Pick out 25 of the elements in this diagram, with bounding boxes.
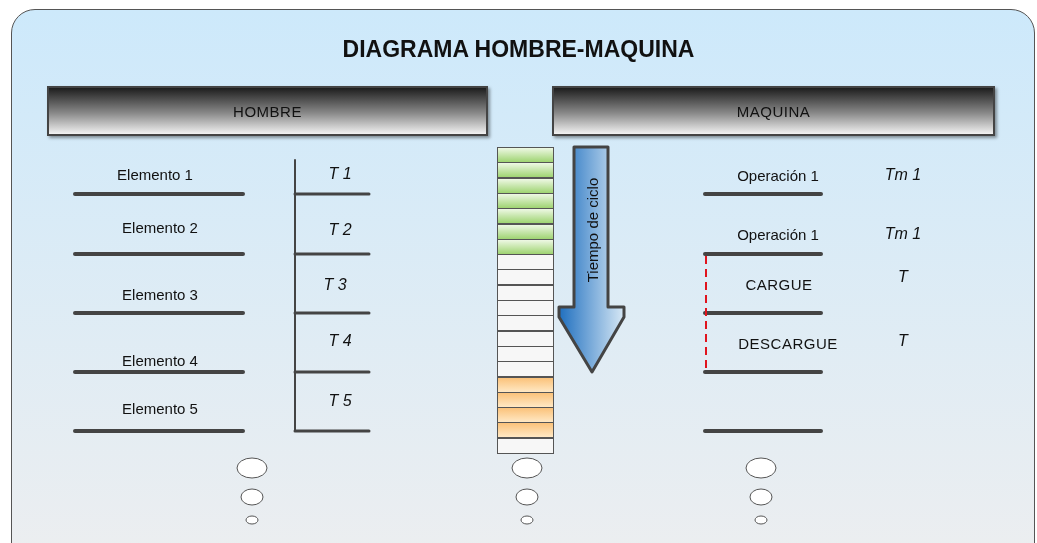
time-label: T — [898, 268, 908, 286]
activity-label: Elemento 1 — [117, 165, 193, 183]
header-bar — [47, 86, 488, 136]
diagram-title: DIAGRAMA HOMBRE-MAQUINA — [341, 36, 696, 63]
time-label: T 3 — [323, 276, 347, 294]
activity-label: Operación 1 — [737, 166, 819, 184]
header-text: MAQUINA — [736, 102, 811, 120]
time-label: Tm 1 — [884, 166, 922, 184]
header-bar — [552, 86, 995, 136]
activity-label: Elemento 3 — [122, 285, 198, 303]
activity-label: Elemento 2 — [122, 218, 198, 236]
time-label: T 5 — [328, 392, 352, 410]
header-text: HOMBRE — [233, 102, 302, 120]
activity-label: Operación 1 — [737, 225, 819, 243]
activity-label: CARGUE — [745, 275, 813, 293]
time-label: T — [898, 332, 908, 350]
time-label: T 2 — [328, 221, 352, 239]
arrow-label: Tiempo de ciclo — [583, 177, 601, 283]
activity-label: DESCARGUE — [738, 334, 838, 352]
time-label: T 1 — [328, 165, 352, 183]
time-label: T 4 — [328, 332, 352, 350]
down-arrow — [556, 145, 628, 375]
activity-label: Elemento 4 — [122, 351, 198, 369]
time-label: Tm 1 — [884, 225, 922, 243]
activity-label: Elemento 5 — [122, 399, 198, 417]
